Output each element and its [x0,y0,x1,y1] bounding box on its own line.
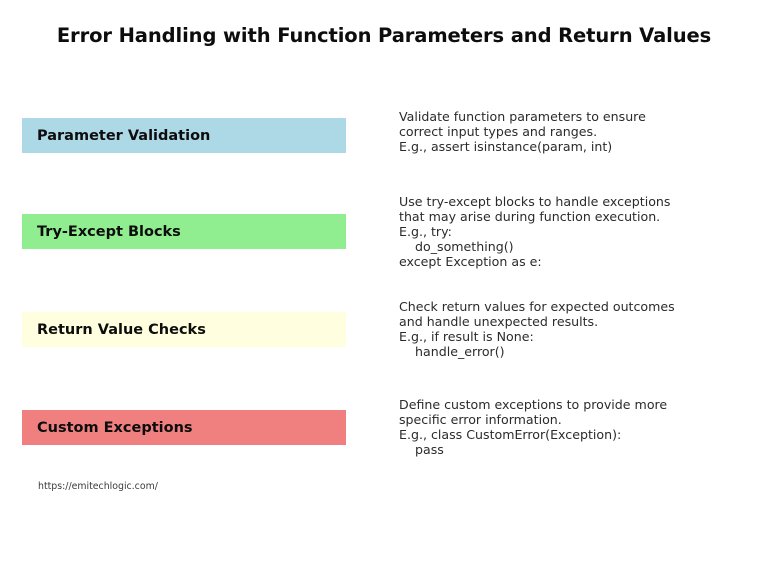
section-label-return-value-checks[interactable]: Return Value Checks [22,312,346,347]
section-description-parameter-validation: Validate function parameters to ensure c… [399,109,646,154]
section-description-try-except-blocks: Use try-except blocks to handle exceptio… [399,194,671,269]
section-label-custom-exceptions[interactable]: Custom Exceptions [22,410,346,445]
section-label-text: Return Value Checks [37,321,206,338]
section-description-custom-exceptions: Define custom exceptions to provide more… [399,397,668,457]
page-title: Error Handling with Function Parameters … [56,24,712,47]
section-label-parameter-validation[interactable]: Parameter Validation [22,118,346,153]
source-url: https://emitechlogic.com/ [38,481,158,492]
section-label-text: Custom Exceptions [37,419,193,436]
section-label-text: Try-Except Blocks [37,223,181,240]
section-description-return-value-checks: Check return values for expected outcome… [399,299,675,359]
section-label-try-except-blocks[interactable]: Try-Except Blocks [22,214,346,249]
section-label-text: Parameter Validation [37,127,211,144]
